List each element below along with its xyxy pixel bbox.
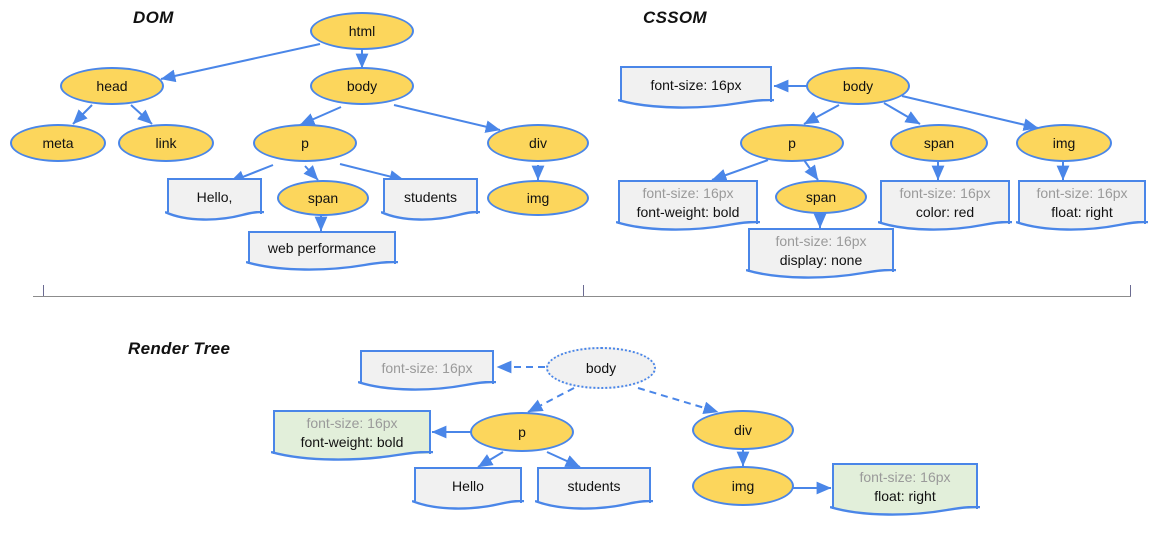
cssom-node-img[interactable]: img xyxy=(1016,124,1112,162)
dom-node-html[interactable]: html xyxy=(310,12,414,50)
dom-node-meta[interactable]: meta xyxy=(10,124,106,162)
divider-tick-right xyxy=(1130,285,1131,296)
node-label: body xyxy=(346,78,378,94)
render-node-div[interactable]: div xyxy=(692,410,794,450)
dom-text-hello[interactable]: Hello, xyxy=(165,178,264,214)
dom-node-body[interactable]: body xyxy=(310,67,414,105)
node-label: link xyxy=(155,135,177,151)
rule-inherited: font-size: 16px xyxy=(1036,185,1128,202)
dom-node-head[interactable]: head xyxy=(60,67,164,105)
render-rule-img[interactable]: font-size: 16px float: right xyxy=(830,463,980,509)
cssom-rule-span-1[interactable]: font-size: 16px color: red xyxy=(878,180,1012,224)
node-label: meta xyxy=(42,135,74,151)
rule-own: font-weight: bold xyxy=(636,204,740,220)
section-title-render-tree: Render Tree xyxy=(128,339,231,358)
dom-node-img[interactable]: img xyxy=(487,180,589,216)
cssom-rule-img[interactable]: font-size: 16px float: right xyxy=(1016,180,1148,224)
node-label: span xyxy=(805,189,837,205)
rule-own: font-size: 16px xyxy=(650,76,742,93)
text-label: Hello xyxy=(452,477,484,494)
cssom-rule-p[interactable]: font-size: 16px font-weight: bold xyxy=(616,180,760,224)
text-label: students xyxy=(567,477,621,494)
render-text-students[interactable]: students xyxy=(535,467,653,503)
cssom-rule-span-2[interactable]: font-size: 16px display: none xyxy=(746,228,896,272)
node-label: head xyxy=(96,78,128,94)
dom-node-link[interactable]: link xyxy=(118,124,214,162)
cssom-node-p[interactable]: p xyxy=(740,124,844,162)
text-label: students xyxy=(404,188,457,205)
node-label: img xyxy=(526,190,550,206)
text-label: Hello, xyxy=(196,188,233,205)
section-divider xyxy=(33,296,1131,297)
node-label: div xyxy=(734,422,752,438)
cssom-node-body[interactable]: body xyxy=(806,67,910,105)
rule-inherited: font-size: 16px xyxy=(859,469,951,486)
rule-inherited: font-size: 16px xyxy=(899,185,991,202)
rule-own: float: right xyxy=(874,488,936,504)
dom-node-span[interactable]: span xyxy=(277,180,369,216)
divider-tick-left xyxy=(43,285,44,296)
dom-node-div[interactable]: div xyxy=(487,124,589,162)
rule-inherited: font-size: 16px xyxy=(306,415,398,432)
dom-node-p[interactable]: p xyxy=(253,124,357,162)
node-label: span xyxy=(307,190,339,206)
render-rule-p[interactable]: font-size: 16px font-weight: bold xyxy=(271,410,433,454)
rule-own: float: right xyxy=(1051,204,1113,220)
rule-inherited: font-size: 16px xyxy=(775,233,867,250)
node-label: p xyxy=(301,135,309,151)
render-node-body[interactable]: body xyxy=(546,347,656,389)
node-label: body xyxy=(585,360,617,376)
divider-tick-center xyxy=(583,285,584,296)
cssom-node-span-1[interactable]: span xyxy=(890,124,988,162)
dom-text-students[interactable]: students xyxy=(381,178,480,214)
text-label: web performance xyxy=(267,240,377,257)
rule-own: font-weight: bold xyxy=(300,434,404,450)
rule-inherited: font-size: 16px xyxy=(642,185,734,202)
render-text-hello[interactable]: Hello xyxy=(412,467,524,503)
dom-text-web-performance[interactable]: web performance xyxy=(246,231,398,264)
node-label: body xyxy=(842,78,874,94)
section-title-cssom: CSSOM xyxy=(643,8,707,27)
section-title-dom: DOM xyxy=(133,8,174,27)
rule-own: display: none xyxy=(779,252,863,268)
render-node-p[interactable]: p xyxy=(470,412,574,452)
node-label: p xyxy=(788,135,796,151)
rule-inherited: font-size: 16px xyxy=(381,359,473,376)
node-label: p xyxy=(518,424,526,440)
node-label: span xyxy=(923,135,955,151)
render-node-img[interactable]: img xyxy=(692,466,794,506)
node-label: html xyxy=(348,23,376,39)
render-rule-body[interactable]: font-size: 16px xyxy=(358,350,496,384)
node-label: img xyxy=(731,478,755,494)
node-label: img xyxy=(1052,135,1076,151)
cssom-node-span-2[interactable]: span xyxy=(775,180,867,214)
node-label: div xyxy=(529,135,547,151)
rule-own: color: red xyxy=(915,204,975,220)
cssom-rule-body[interactable]: font-size: 16px xyxy=(618,66,774,102)
